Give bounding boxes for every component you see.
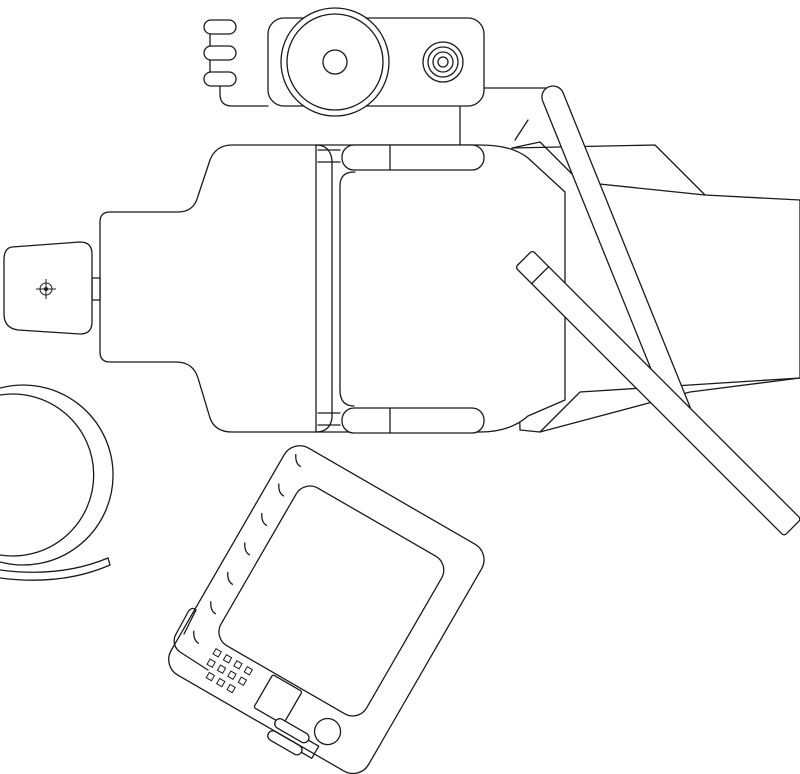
instrument-hooks (193, 453, 302, 644)
control-knob (313, 717, 342, 746)
delivery-arm (515, 85, 800, 536)
instrument-tray (168, 445, 485, 774)
cuspidor-ring (0, 384, 114, 581)
armrest-top (317, 144, 485, 171)
operating-light (203, 7, 485, 117)
crosshair-icon (36, 279, 56, 299)
chair-body (99, 144, 566, 433)
light-handle (203, 19, 269, 107)
headrest (3, 241, 101, 335)
tray-grip (267, 718, 320, 759)
keypad-buttons (205, 648, 254, 694)
chair-base-wedge (511, 141, 800, 433)
tray-handle (173, 607, 209, 671)
armrest-bottom (317, 407, 485, 434)
light-knob-icon (422, 41, 464, 83)
display-screen (253, 674, 303, 725)
